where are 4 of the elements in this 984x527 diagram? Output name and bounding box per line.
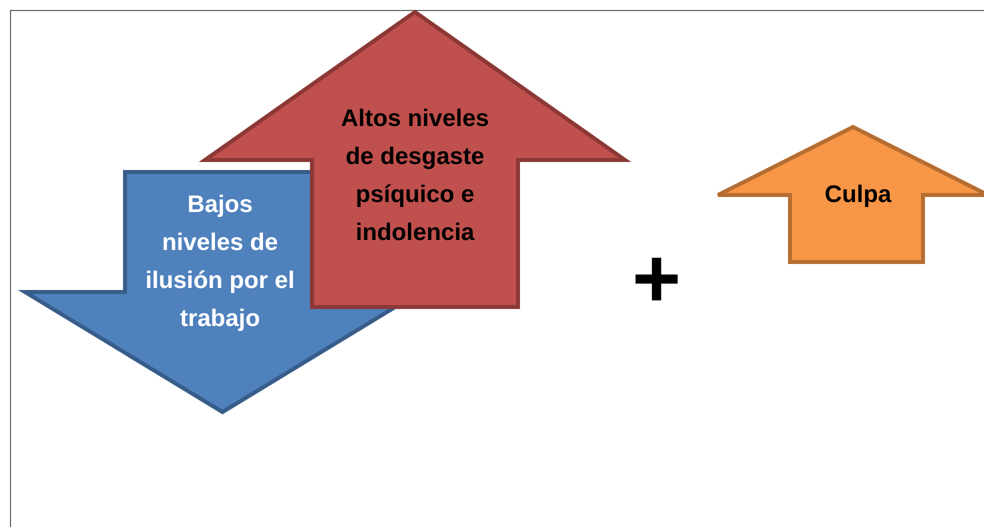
arrow-text: Culpa (824, 180, 892, 210)
plus-sign: + (632, 236, 682, 320)
arrow-text: Altos niveles de desgaste psíquico e indolencia (340, 104, 490, 248)
arrow-text: Bajos niveles de ilusión por el trabajo (145, 190, 295, 334)
